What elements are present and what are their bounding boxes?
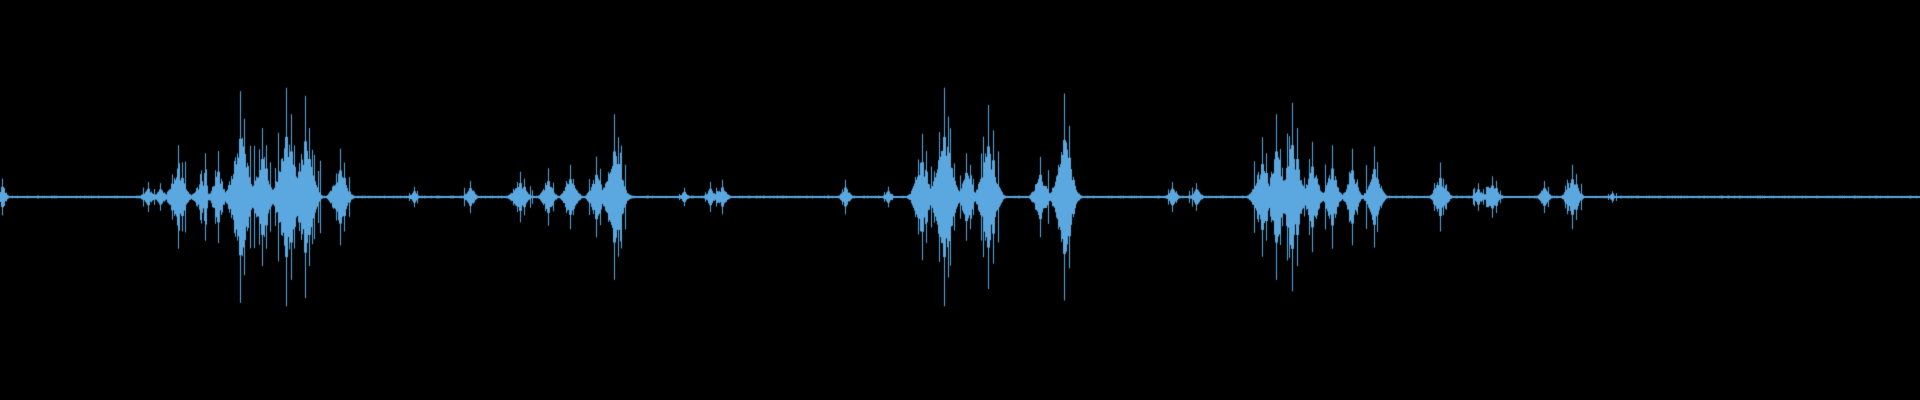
waveform-canvas[interactable]	[0, 0, 1920, 400]
audio-waveform-viewer[interactable]	[0, 0, 1920, 400]
